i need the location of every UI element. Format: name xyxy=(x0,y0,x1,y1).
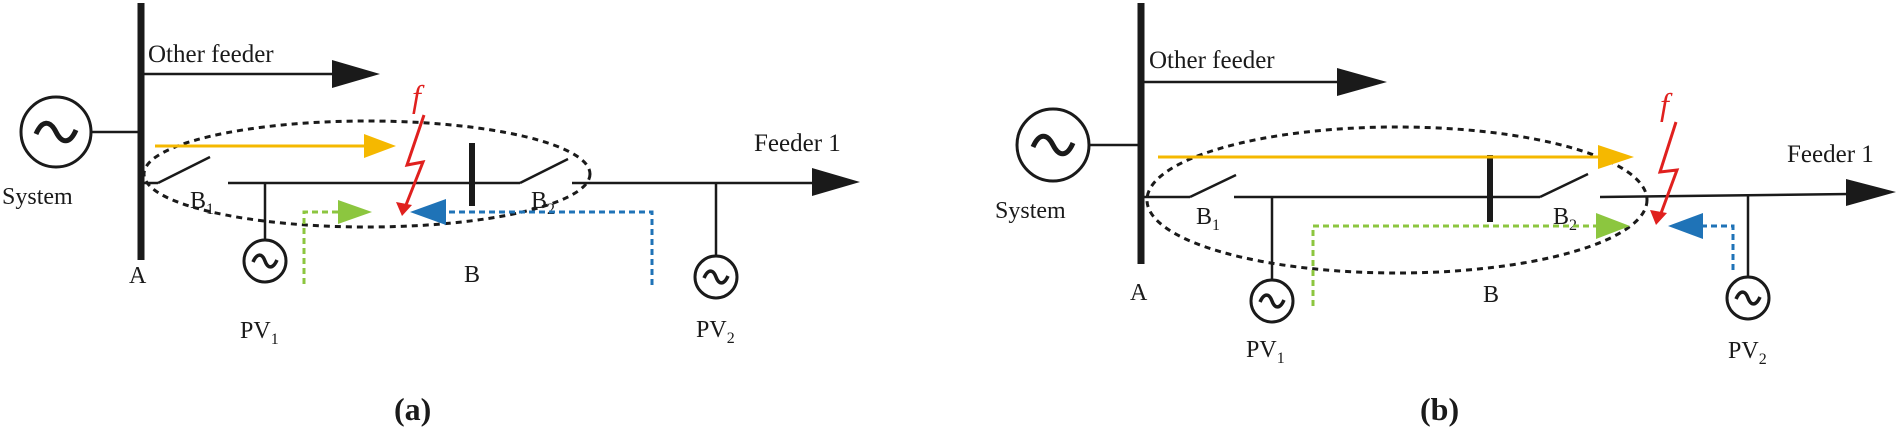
caption-b: (b) xyxy=(1420,391,1459,427)
breaker-b1-blade xyxy=(157,155,211,185)
system-current-arrowhead xyxy=(1598,145,1634,169)
system-current-arrowhead xyxy=(364,134,396,158)
pv2-label: PV2 xyxy=(1728,338,1767,368)
breaker-b2-blade xyxy=(1539,172,1589,199)
fault-bolt-icon xyxy=(1657,121,1680,217)
bus-b-label: B xyxy=(1483,282,1499,308)
panel-b: A System Other feeder Feeder 1 B B1 B2 P… xyxy=(995,3,1896,427)
feeder-1-arrowhead xyxy=(1846,179,1896,206)
fault-arrowhead xyxy=(1650,210,1667,225)
feeder-1-label: Feeder 1 xyxy=(1787,141,1874,168)
sine-wave-icon xyxy=(1258,293,1286,309)
sine-wave-icon xyxy=(251,253,279,269)
pv1-current-arrowhead xyxy=(338,200,372,224)
pv1-label: PV1 xyxy=(1246,337,1285,367)
other-feeder-arrowhead xyxy=(1337,68,1387,96)
feeder-1-label: Feeder 1 xyxy=(754,130,841,157)
fault-arrowhead xyxy=(396,202,412,216)
sine-wave-icon xyxy=(33,120,79,144)
pv2-label: PV2 xyxy=(696,317,735,347)
pv2-current-arrowhead xyxy=(1668,213,1703,239)
sine-wave-icon xyxy=(1030,133,1076,157)
protection-zone-outline xyxy=(1145,125,1649,275)
fault-bolt-icon xyxy=(402,114,426,211)
pv2-current-arrow xyxy=(444,210,654,285)
system-label: System xyxy=(995,198,1066,224)
breaker-b1-label: B1 xyxy=(1196,204,1220,234)
breaker-b2-blade xyxy=(519,157,569,185)
pv1-current-arrow xyxy=(1311,224,1600,306)
pv1-current-arrow xyxy=(302,210,340,284)
system-label: System xyxy=(2,184,73,210)
bus-a-label: A xyxy=(1130,280,1148,306)
pv2-current-arrowhead xyxy=(410,199,446,225)
breaker-b1-label: B1 xyxy=(190,188,214,218)
other-feeder-label: Other feeder xyxy=(148,41,274,68)
sine-wave-icon xyxy=(702,269,730,285)
other-feeder-arrowhead xyxy=(332,60,380,88)
protection-zone-outline xyxy=(142,119,592,229)
breaker-b1-blade xyxy=(1189,173,1237,199)
sine-wave-icon xyxy=(1734,290,1762,306)
caption-a: (a) xyxy=(394,391,431,427)
feeder-1-arrowhead xyxy=(812,168,860,196)
fault-label: f xyxy=(412,78,425,114)
other-feeder-label: Other feeder xyxy=(1149,47,1275,74)
panel-a: A System Other feeder Feeder 1 B B1 B2 P… xyxy=(2,3,860,427)
pv1-label: PV1 xyxy=(240,318,279,348)
bus-a-label: A xyxy=(129,263,147,289)
feeder-1-line xyxy=(1599,192,1851,199)
pv2-current-arrow xyxy=(1700,224,1735,270)
bus-b-label: B xyxy=(464,262,480,288)
pv1-current-arrowhead xyxy=(1596,213,1630,239)
fault-label: f xyxy=(1660,86,1673,122)
breaker-b2-label: B2 xyxy=(1553,204,1577,234)
